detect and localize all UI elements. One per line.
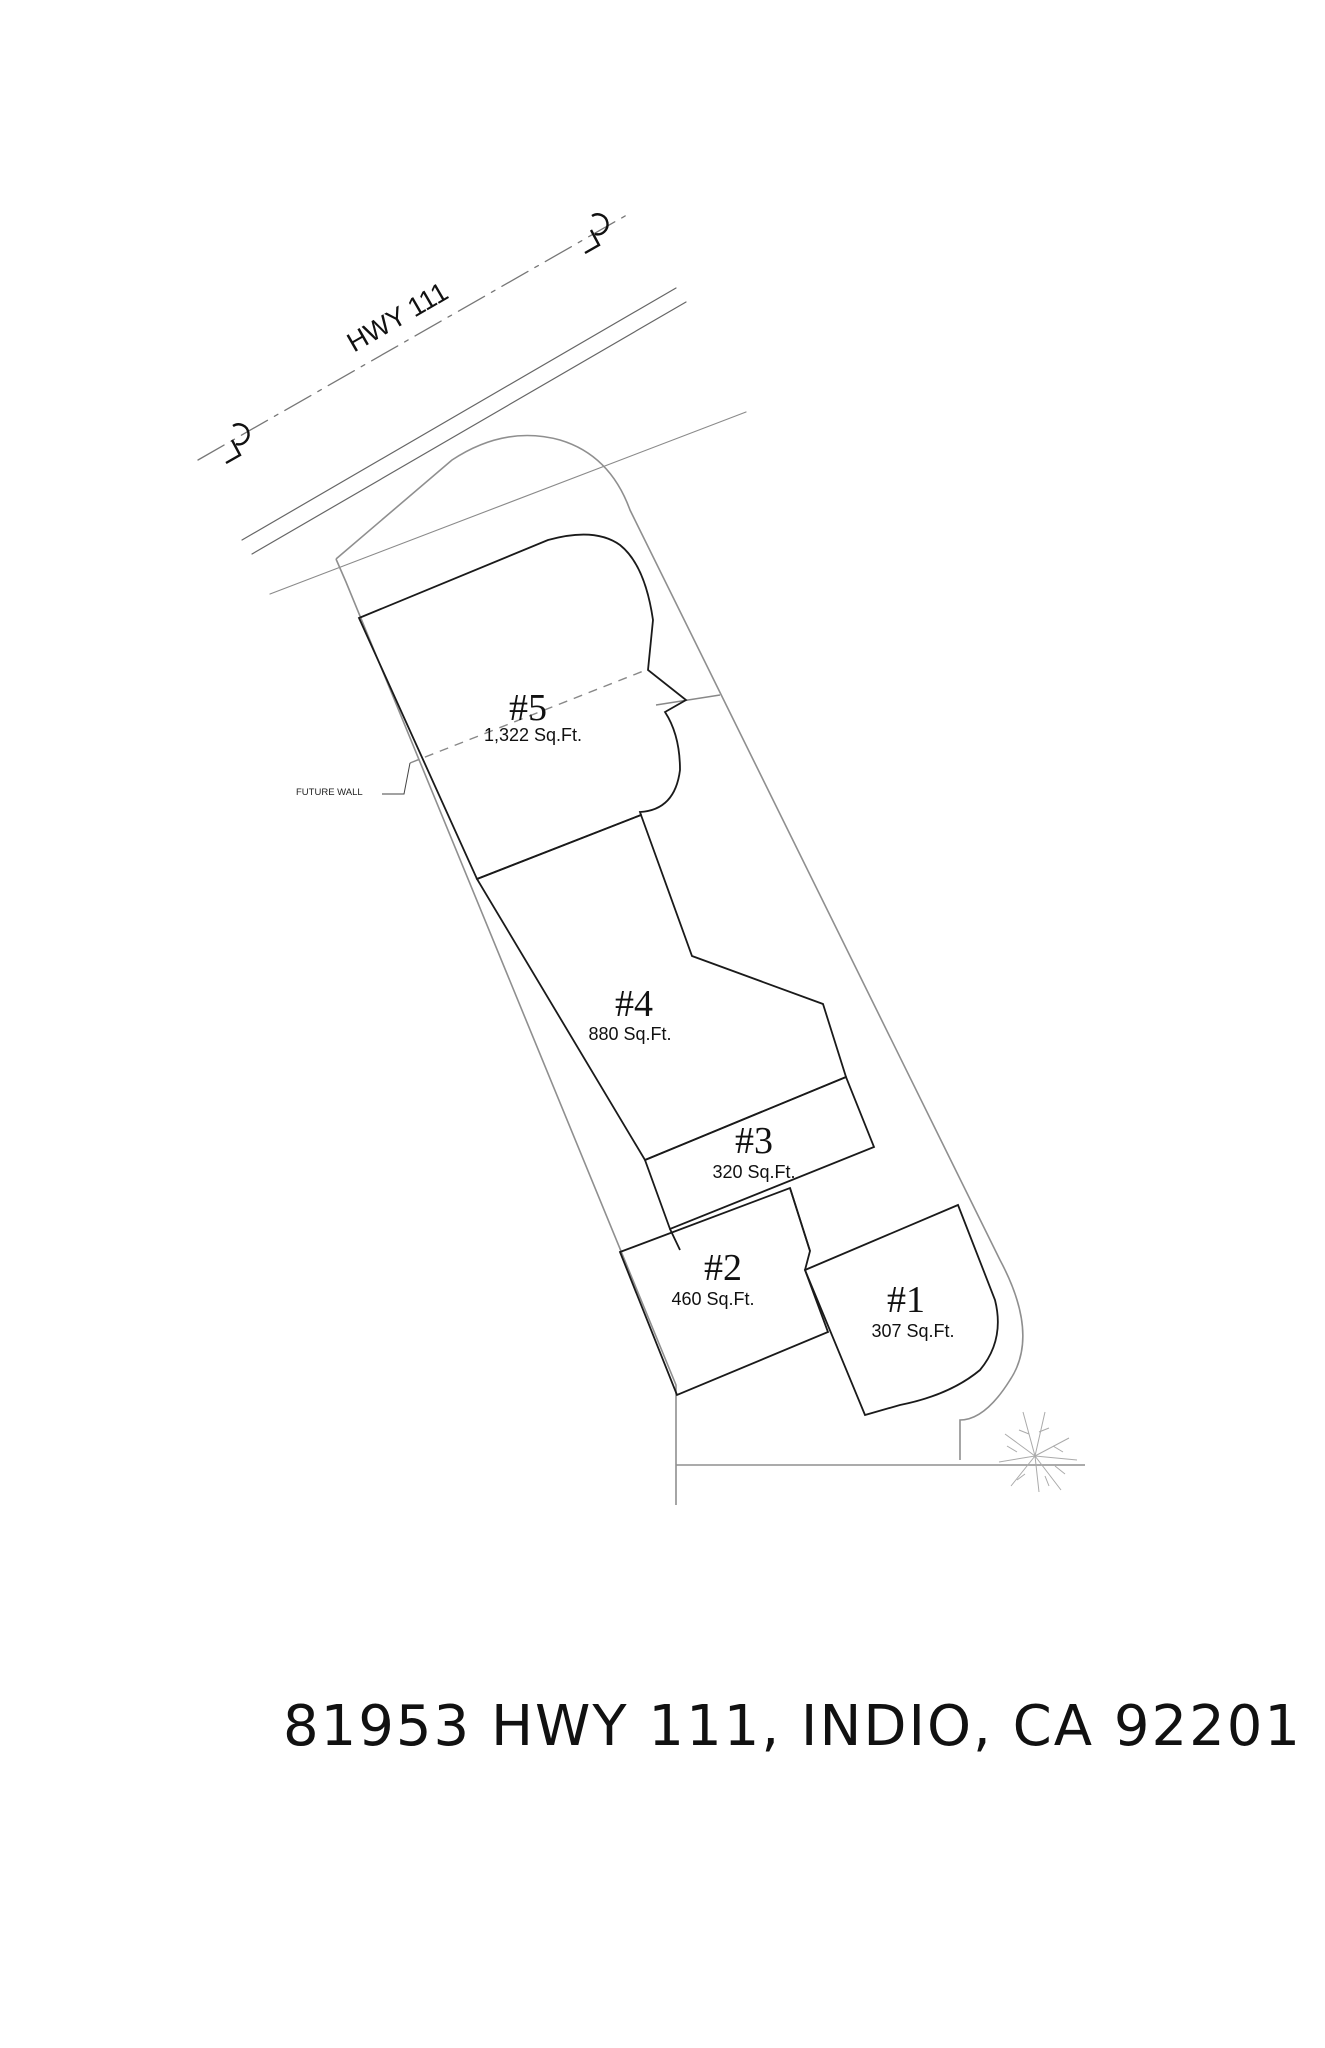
unit-2-1-divider xyxy=(789,1187,811,1252)
future-wall-note: FUTURE WALL xyxy=(296,787,363,798)
future-wall-line xyxy=(409,669,647,764)
unit-5-id: #5 xyxy=(509,687,547,729)
unit-5-label: #5 1,322 Sq.Ft. xyxy=(484,687,582,745)
hwy-centerline xyxy=(197,211,633,461)
site-divider-line xyxy=(655,694,721,706)
unit-5-area: 1,322 Sq.Ft. xyxy=(484,725,582,745)
unit-3-label: #3 320 Sq.Ft. xyxy=(712,1120,795,1182)
unit-3-outline xyxy=(643,1075,876,1231)
unit-5-outline xyxy=(357,533,688,881)
unit-2-id: #2 xyxy=(704,1247,742,1289)
unit-4-id: #4 xyxy=(615,983,653,1025)
property-address: 81953 HWY 111, INDIO, CA 92201 xyxy=(283,1694,1302,1759)
unit-3-area: 320 Sq.Ft. xyxy=(712,1162,795,1182)
unit-1-outline xyxy=(803,1203,999,1417)
unit-3-id: #3 xyxy=(735,1120,773,1162)
unit-4-area: 880 Sq.Ft. xyxy=(588,1024,671,1044)
unit-4-label: #4 880 Sq.Ft. xyxy=(588,983,671,1044)
unit-1-id: #1 xyxy=(887,1279,925,1321)
future-wall-leader xyxy=(382,762,411,795)
unit-1-label: #1 307 Sq.Ft. xyxy=(871,1279,954,1341)
unit-2-3-divider xyxy=(669,1228,681,1251)
unit-2-area: 460 Sq.Ft. xyxy=(671,1289,754,1309)
hwy-edge-line-1 xyxy=(241,287,677,541)
centerline-symbol-left xyxy=(225,423,250,465)
centerline-symbol-right xyxy=(584,213,609,255)
hwy-edge-line-2 xyxy=(251,301,687,555)
unit-2-label: #2 460 Sq.Ft. xyxy=(671,1247,754,1309)
unit-1-area: 307 Sq.Ft. xyxy=(871,1321,954,1341)
highway-lines xyxy=(197,211,747,595)
property-boundary xyxy=(335,434,1085,1505)
hwy-edge-line-3 xyxy=(269,411,747,595)
unit-4-outline xyxy=(475,813,848,1162)
palm-tree-icon xyxy=(998,1411,1078,1493)
